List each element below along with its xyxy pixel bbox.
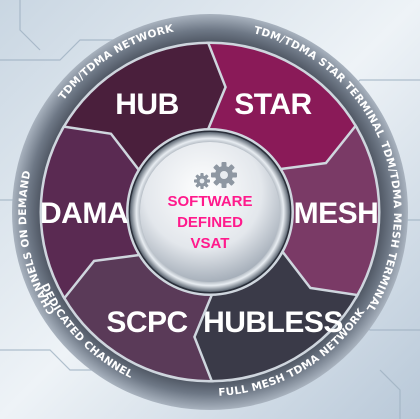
circuit-trace	[19, 0, 41, 51]
segment-arrow	[193, 254, 356, 380]
center-line-2: DEFINED	[177, 214, 243, 231]
center-line-3: VSAT	[191, 235, 230, 252]
segment-arrow	[64, 43, 227, 170]
segment-label-scpc: SCPC	[106, 306, 187, 339]
hub-face	[140, 142, 280, 282]
circuit-trace	[379, 369, 401, 419]
segment-label-star: STAR	[234, 88, 312, 121]
gears-icon	[194, 162, 237, 189]
segment-label-dama: DAMA	[40, 197, 128, 230]
center-hub: SOFTWARE DEFINED VSAT	[130, 132, 290, 292]
segments-group: HUB STAR MESH HUBLESS SCPC DAMA	[39, 41, 381, 383]
segment-arrow	[64, 254, 210, 380]
segment-label-hubless: HUBLESS	[203, 306, 343, 339]
circuit-trace	[0, 39, 140, 61]
segment-star: STAR	[206, 41, 359, 173]
segment-label-hub: HUB	[115, 88, 179, 121]
segment-arrow	[282, 128, 379, 296]
center-line-1: SOFTWARE	[168, 193, 253, 210]
segment-label-mesh: MESH	[294, 197, 379, 230]
segment-arrow	[210, 44, 356, 170]
segment-arrow	[41, 128, 138, 296]
segment-dama: DAMA	[39, 125, 142, 301]
